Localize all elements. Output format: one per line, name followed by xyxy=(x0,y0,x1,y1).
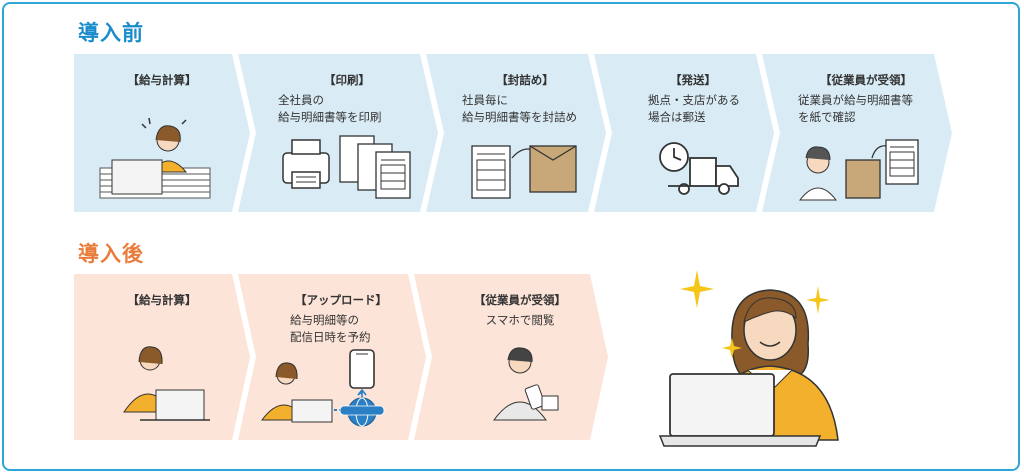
step-description: スマホで閲覧 xyxy=(485,313,555,327)
delivery-truck-icon xyxy=(668,157,739,195)
envelope-icon xyxy=(845,159,881,199)
printer-icon xyxy=(282,139,330,189)
step-description: 給与明細等の 配信日時を予約 xyxy=(290,313,371,344)
sparkle-icon xyxy=(806,286,830,314)
worker-laptop-illustration xyxy=(123,346,210,421)
businessman-with-phone-illustration xyxy=(493,347,559,421)
before-step-5: 【従業員が受領】 従業員が給与明細書等 を紙で確認 xyxy=(780,54,952,212)
stressed-worker-illustration xyxy=(99,117,211,199)
before-step-2: 【印刷】 全社員の 給与明細書等を印刷 xyxy=(256,54,438,212)
after-step-2: 【アップロード】 給与明細等の 配信日時を予約 xyxy=(256,274,426,440)
step-label: 【発送】 xyxy=(670,73,716,87)
smartphone-icon xyxy=(349,349,375,389)
step-label: 【給与計算】 xyxy=(127,293,197,307)
clock-icon xyxy=(659,142,689,172)
step-label: 【従業員が受領】 xyxy=(474,293,566,307)
step-label: 【従業員が受領】 xyxy=(820,73,912,87)
envelope-icon xyxy=(529,145,577,193)
step-label: 【アップロード】 xyxy=(295,293,387,307)
internet-globe-icon xyxy=(339,397,385,427)
step-label: 【給与計算】 xyxy=(127,73,197,87)
payslip-icon xyxy=(885,139,919,185)
step-description: 全社員の 給与明細書等を印刷 xyxy=(278,93,382,124)
section-title-after: 導入後 xyxy=(78,242,144,266)
step-description: 拠点・支店がある 場合は郵送 xyxy=(648,93,740,124)
before-step-3: 【封詰め】 社員毎に 給与明細書等を封詰め xyxy=(444,54,606,212)
after-step-2-chevron xyxy=(238,274,426,440)
before-step-1: 【給与計算】 xyxy=(74,54,250,212)
section-title-before: 導入前 xyxy=(78,21,144,45)
before-step-4: 【発送】 拠点・支店がある 場合は郵送 xyxy=(612,54,774,212)
sparkle-icon xyxy=(680,270,714,308)
employee-illustration xyxy=(798,146,838,201)
after-step-3: 【従業員が受領】 スマホで閲覧 xyxy=(432,274,608,440)
step-description: 従業員が給与明細書等 を紙で確認 xyxy=(798,93,913,124)
payslip-icon xyxy=(471,145,511,199)
worker-laptop-illustration xyxy=(261,362,333,423)
payslip-sheets-icon xyxy=(339,135,411,199)
sparkle-icon xyxy=(722,338,742,358)
step-label: 【封詰め】 xyxy=(496,73,554,87)
after-step-1: 【給与計算】 xyxy=(74,274,250,440)
step-description: 社員毎に 給与明細書等を封詰め xyxy=(462,93,577,124)
upload-arrow-icon xyxy=(357,388,367,398)
laptop-icon xyxy=(658,373,822,447)
step-label: 【印刷】 xyxy=(324,73,370,87)
